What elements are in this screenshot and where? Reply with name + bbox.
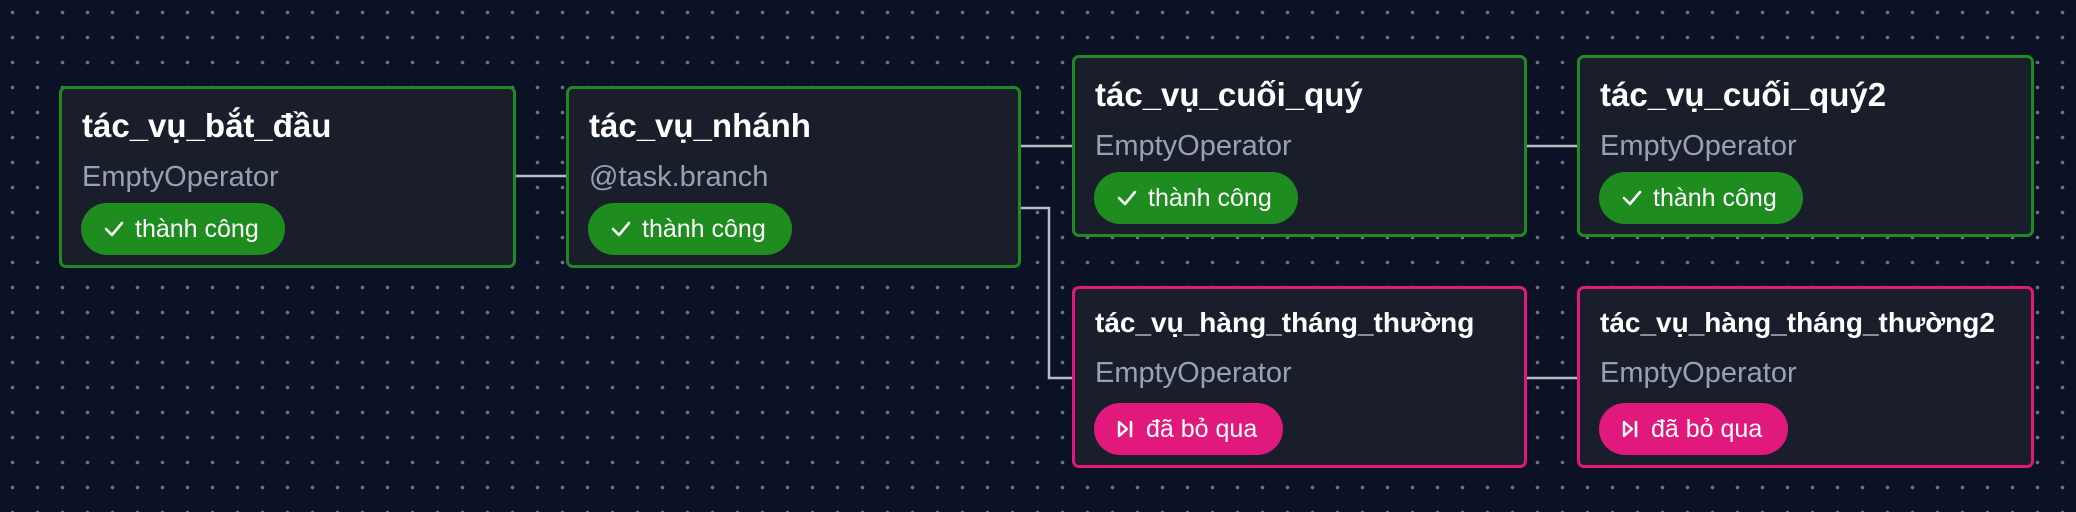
- task-title: tác_vụ_hàng_tháng_thường: [1095, 307, 1475, 338]
- status-badge: thành công: [1094, 172, 1298, 224]
- task-operator: @task.branch: [589, 161, 769, 193]
- check-icon: [103, 218, 125, 240]
- edge-branch-to-monthly: [1021, 206, 1072, 380]
- task-node-quarter-end2[interactable]: tác_vụ_cuối_quý2 EmptyOperator thành côn…: [1577, 55, 2034, 237]
- task-node-start[interactable]: tác_vụ_bắt_đầu EmptyOperator thành công: [59, 86, 516, 268]
- task-title: tác_vụ_cuối_quý2: [1600, 76, 1887, 113]
- status-label: đã bỏ qua: [1146, 414, 1258, 443]
- task-title: tác_vụ_nhánh: [589, 107, 811, 144]
- check-icon: [1116, 187, 1138, 209]
- status-label: thành công: [135, 214, 259, 243]
- task-node-monthly2[interactable]: tác_vụ_hàng_tháng_thường2 EmptyOperator …: [1577, 286, 2034, 468]
- check-icon: [1621, 187, 1643, 209]
- skip-icon: [1116, 418, 1136, 440]
- task-operator: EmptyOperator: [1095, 357, 1292, 389]
- status-badge: thành công: [1599, 172, 1803, 224]
- task-node-quarter-end[interactable]: tác_vụ_cuối_quý EmptyOperator thành công: [1072, 55, 1527, 237]
- task-node-branch[interactable]: tác_vụ_nhánh @task.branch thành công: [566, 86, 1021, 268]
- status-label: đã bỏ qua: [1651, 414, 1763, 443]
- status-label: thành công: [1148, 183, 1272, 212]
- task-title: tác_vụ_cuối_quý: [1095, 76, 1363, 113]
- task-operator: EmptyOperator: [1600, 357, 1797, 389]
- task-operator: EmptyOperator: [1600, 130, 1797, 162]
- status-badge: thành công: [81, 203, 285, 255]
- status-badge: đã bỏ qua: [1094, 403, 1284, 455]
- status-label: thành công: [642, 214, 766, 243]
- task-title: tác_vụ_bắt_đầu: [82, 107, 332, 144]
- status-badge: đã bỏ qua: [1599, 403, 1789, 455]
- task-node-monthly[interactable]: tác_vụ_hàng_tháng_thường EmptyOperator đ…: [1072, 286, 1527, 468]
- task-title: tác_vụ_hàng_tháng_thường2: [1600, 307, 1995, 338]
- skip-icon: [1621, 418, 1641, 440]
- status-label: thành công: [1653, 183, 1777, 212]
- check-icon: [610, 218, 632, 240]
- task-operator: EmptyOperator: [1095, 130, 1292, 162]
- task-operator: EmptyOperator: [82, 161, 279, 193]
- status-badge: thành công: [588, 203, 792, 255]
